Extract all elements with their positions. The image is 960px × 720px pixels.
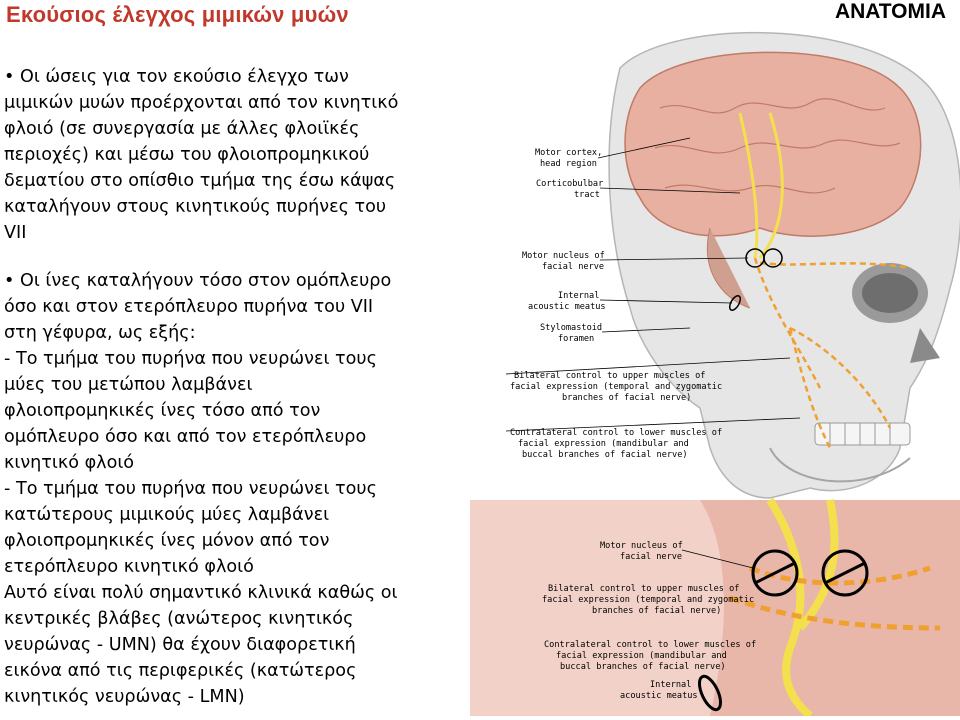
zoomed-detail-illustration: Motor nucleus of facial nerve Bilateral … <box>470 497 960 719</box>
label-bilateral: Bilateral control to upper muscles of <box>514 371 705 381</box>
text-line: - Το τμήμα του πυρήνα που νευρώνει τους <box>4 349 377 369</box>
text-line: Οι ίνες καταλήγουν τόσο στον ομόπλευρο <box>4 268 444 294</box>
label-motor-nucleus-2: facial nerve <box>542 262 604 272</box>
label-contralateral: Contralateral control to lower muscles o… <box>510 428 722 438</box>
text-line: περιοχές) και μέσω του φλοιοπρομηκικού <box>4 145 370 165</box>
text-line: μιμικών μυών προέρχονται από τον κινητικ… <box>4 93 399 113</box>
text-line: φλοιοπρομηκικές ίνες μόνον από τον <box>4 531 330 551</box>
text-line: κινητικός νευρώνας - LMN) <box>4 687 245 707</box>
text-line: ομόπλευρο όσο και από τον ετερόπλευρο <box>4 427 367 447</box>
label-contralateral-3: buccal branches of facial nerve) <box>522 450 688 460</box>
text-line: Αυτό είναι πολύ σημαντικό κλινικά καθώς … <box>4 583 398 603</box>
paragraph-2: Οι ίνες καταλήγουν τόσο στον ομόπλευρο ό… <box>4 268 444 710</box>
paragraph-1: Οι ώσεις για τον εκούσιο έλεγχο των μιμι… <box>4 64 444 246</box>
zoom-label-bilateral: Bilateral control to upper muscles of <box>548 584 739 594</box>
slide-title: Εκούσιος έλεγχος μιμικών μυών <box>6 2 349 27</box>
zoom-label-bilateral-2: facial expression (temporal and zygomati… <box>542 595 754 605</box>
text-line: δεματίου στο οπίσθιο τμήμα της έσω κάψας <box>4 171 396 191</box>
facial-nerve-illustration: Motor cortex, head region Corticobulbar … <box>470 31 960 719</box>
text-line: καταλήγουν στους κινητικούς πυρήνες του <box>4 197 387 217</box>
label-stylomastoid: Stylomastoid <box>540 323 602 333</box>
label-corticobulbar: Corticobulbar <box>536 179 603 189</box>
text-line: κινητικό φλοιό <box>4 453 135 473</box>
corticobulbar-pathways <box>728 112 911 449</box>
zoom-label-internal-meatus-2: acoustic meatus <box>620 691 698 701</box>
label-internal-meatus: Internal <box>558 291 599 301</box>
text-line: όσο και στον ετερόπλευρο πυρήνα του VII <box>4 297 374 317</box>
zoom-label-motor-nucleus: Motor nucleus of <box>600 541 683 551</box>
text-line: φλοιό (σε συνεργασία με άλλες φλοιϊκές <box>4 119 360 139</box>
text-line: ετερόπλευρο κινητικό φλοιό <box>4 557 254 577</box>
text-line: μύες του μετώπου λαμβάνει <box>4 375 253 395</box>
body-text: Οι ώσεις για τον εκούσιο έλεγχο των μιμι… <box>4 64 444 718</box>
zoom-label-motor-nucleus-2: facial nerve <box>620 552 682 562</box>
label-corticobulbar-2: tract <box>574 190 600 200</box>
top-figure-labels: Motor cortex, head region Corticobulbar … <box>505 137 801 460</box>
zoom-label-contralateral-3: buccal branches of facial nerve) <box>560 662 726 672</box>
label-contralateral-2: facial expression (mandibular and <box>518 439 689 449</box>
text-line: Οι ώσεις για τον εκούσιο έλεγχο των <box>4 64 444 90</box>
text-line: φλοιοπρομηκικές ίνες τόσο από τον <box>4 401 321 421</box>
brain-illustration <box>624 51 922 309</box>
label-bilateral-3: branches of facial nerve) <box>562 393 691 403</box>
zoom-label-internal-meatus: Internal <box>650 680 691 690</box>
label-bilateral-2: facial expression (temporal and zygomati… <box>510 382 722 392</box>
label-internal-meatus-2: acoustic meatus <box>528 302 606 312</box>
text-line: - Το τμήμα του πυρήνα που νευρώνει τους <box>4 479 377 499</box>
text-line: κεντρικές βλάβες (ανώτερος κινητικός <box>4 609 354 629</box>
zoom-label-contralateral: Contralateral control to lower muscles o… <box>544 640 756 650</box>
zoom-label-bilateral-3: branches of facial nerve) <box>592 606 721 616</box>
section-label: ΑΝΑΤΟΜΙΑ <box>834 0 946 23</box>
text-line: στη γέφυρα, ως εξής: <box>4 323 196 343</box>
label-motor-nucleus: Motor nucleus of <box>522 251 605 261</box>
zoom-label-contralateral-2: facial expression (mandibular and <box>556 651 727 661</box>
text-line: κατώτερους μιμικούς μύες λαμβάνει <box>4 505 330 525</box>
label-motor-cortex: Motor cortex, <box>535 148 602 158</box>
text-line: νευρώνας - UMN) θα έχουν διαφορετική <box>4 635 356 655</box>
label-stylomastoid-2: foramen <box>558 334 594 344</box>
anatomy-figure: Motor cortex, head region Corticobulbar … <box>470 28 960 719</box>
text-line: εικόνα από τις περιφερικές (κατώτερος <box>4 661 357 681</box>
text-line: VII <box>4 223 27 243</box>
label-motor-cortex-2: head region <box>540 159 597 169</box>
